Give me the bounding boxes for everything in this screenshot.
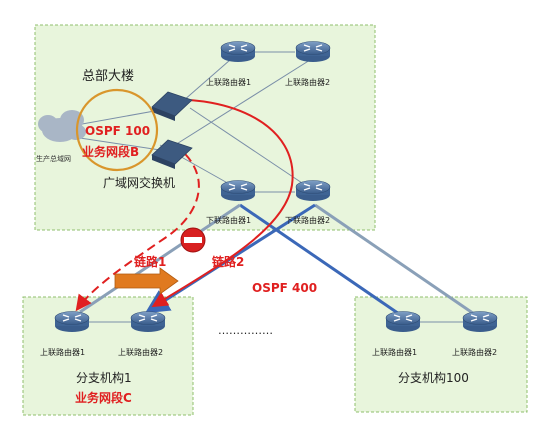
router-icon [220, 40, 256, 63]
router-icon [220, 179, 256, 202]
router-label: 上联路由器1 [206, 77, 251, 87]
hq-title: 总部大楼 [82, 69, 134, 84]
cloud-icon [38, 110, 86, 142]
router-label: 上联路由器2 [118, 347, 163, 357]
router-icon [54, 310, 90, 333]
router-label: 上联路由器1 [372, 347, 417, 357]
hq-link-cross [174, 59, 311, 146]
ospf400-label: OSPF 400 [252, 281, 317, 295]
router-label: 上联路由器1 [40, 347, 85, 357]
router-icon [385, 310, 421, 333]
wan-line-blue-1 [239, 203, 406, 320]
link1-label: 链路1 [134, 254, 166, 269]
router-icon [295, 40, 331, 63]
wan-line-gray [314, 203, 481, 320]
switch-icon [151, 91, 193, 121]
link2-label: 链路2 [212, 254, 244, 269]
branch1-title: 分支机构1 [76, 370, 132, 385]
router-icon [130, 310, 166, 333]
segment-b-label: 业务网段B [82, 144, 139, 159]
wan-line-blue-2 [144, 203, 316, 314]
red-path-link1-dashed [75, 144, 200, 312]
ospf100-circle [75, 88, 159, 172]
router-label: 下联路由器2 [285, 215, 330, 225]
router-label: 下联路由器1 [206, 215, 251, 225]
dots-separator: …………… [218, 324, 273, 337]
router-label: 上联路由器2 [452, 347, 497, 357]
wan-switch-label: 广域网交换机 [103, 175, 175, 190]
branch100-zone [354, 296, 528, 413]
router-icon [462, 310, 498, 333]
segment-c-label: 业务网段C [75, 390, 132, 405]
ospf100-label: OSPF 100 [85, 124, 150, 138]
switch-icon [151, 139, 193, 169]
cloud-label: 生产总域网 [36, 154, 71, 163]
right-arrow-icon [114, 267, 179, 295]
wan-line-gray-2 [79, 203, 241, 314]
router-icon [295, 179, 331, 202]
no-entry-icon [180, 227, 206, 253]
router-label: 上联路由器2 [285, 77, 330, 87]
red-path-link2 [151, 98, 294, 308]
branch100-title: 分支机构100 [398, 370, 469, 385]
